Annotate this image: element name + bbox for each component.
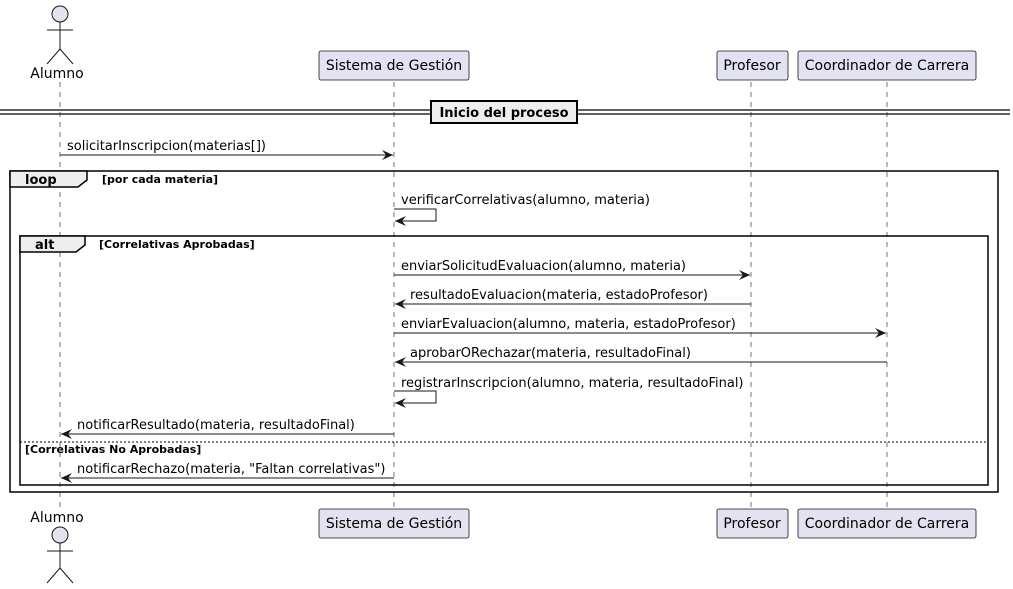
message-label-m4: resultadoEvaluacion(materia, estadoProfe…: [410, 288, 708, 303]
message-label-m7: registrarInscripcion(alumno, materia, re…: [401, 376, 744, 391]
actor-alumno-top[interactable]: Alumno: [30, 5, 84, 82]
message-label-m3: enviarSolicitudEvaluacion(alumno, materi…: [401, 259, 686, 274]
message-label-m1: solicitarInscripcion(materias[]): [67, 139, 266, 154]
alt-frame: alt [Correlativas Aprobadas] [Correlativ…: [19, 235, 989, 486]
participant-sistema-bottom[interactable]: Sistema de Gestión: [318, 508, 470, 539]
actor-alumno-bottom[interactable]: Alumno: [30, 510, 84, 584]
participant-label-sistema: Sistema de Gestión: [326, 516, 462, 532]
loop-keyword: loop: [25, 173, 57, 188]
participant-label-coordinador: Coordinador de Carrera: [805, 516, 970, 532]
message-arrow-m7: [394, 390, 437, 408]
participant-coordinador-bottom[interactable]: Coordinador de Carrera: [797, 508, 977, 539]
alt-guard-2: [Correlativas No Aprobadas]: [25, 443, 201, 456]
participant-label-alumno: Alumno: [30, 510, 83, 526]
actor-icon: [46, 5, 74, 65]
participant-label-profesor: Profesor: [723, 58, 781, 74]
actor-icon: [46, 526, 74, 584]
message-label-m5: enviarEvaluacion(alumno, materia, estado…: [401, 317, 736, 332]
participant-coordinador-top[interactable]: Coordinador de Carrera: [797, 50, 977, 81]
participant-profesor-bottom[interactable]: Profesor: [716, 508, 789, 539]
loop-frame: loop [por cada materia]: [9, 170, 999, 493]
message-label-m2: verificarCorrelativas(alumno, materia): [401, 193, 650, 208]
participant-label-profesor: Profesor: [723, 516, 781, 532]
message-label-m6: aprobarORechazar(materia, resultadoFinal…: [410, 346, 691, 361]
message-label-m9: notificarRechazo(materia, "Faltan correl…: [77, 462, 385, 477]
participant-label-sistema: Sistema de Gestión: [326, 58, 462, 74]
loop-guard: [por cada materia]: [102, 173, 218, 186]
participant-label-coordinador: Coordinador de Carrera: [805, 58, 970, 74]
participant-profesor-top[interactable]: Profesor: [716, 50, 789, 81]
participant-sistema-top[interactable]: Sistema de Gestión: [318, 50, 470, 81]
divider-label: Inicio del proceso: [439, 106, 568, 121]
alt-guard-1: [Correlativas Aprobadas]: [99, 238, 255, 251]
message-label-m8: notificarResultado(materia, resultadoFin…: [77, 418, 355, 433]
divider-inicio: Inicio del proceso: [0, 100, 1010, 124]
participant-label-alumno: Alumno: [30, 66, 83, 82]
message-arrow-m2: [394, 208, 437, 226]
alt-keyword: alt: [35, 238, 54, 253]
